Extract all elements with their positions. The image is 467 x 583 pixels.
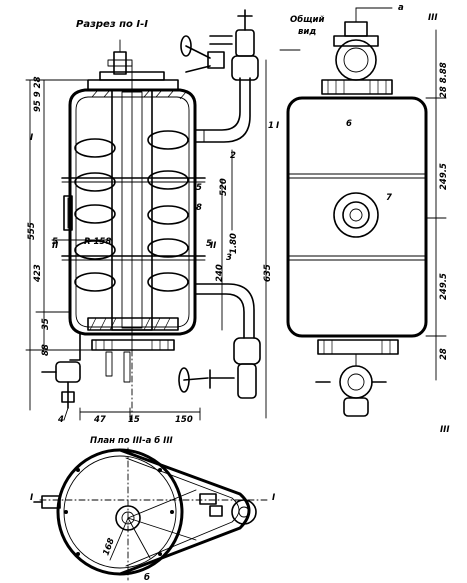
dim-180: 1.80	[229, 233, 239, 254]
dim-15: 15	[128, 415, 140, 425]
bottom-ring-front	[317, 339, 399, 355]
callout-5b: 5	[206, 239, 212, 249]
callout-4: 4	[57, 415, 64, 425]
top-ring-front	[321, 79, 393, 95]
callout-1: 1	[268, 121, 274, 131]
dim-2495-bottom: 249.5	[439, 273, 449, 300]
general-view-title-line2: вид	[298, 27, 316, 37]
dim-28-88: 28 8.88	[439, 62, 449, 98]
dim-5-left: 5	[52, 237, 58, 247]
bottom-base	[91, 339, 175, 351]
dim-35: 35	[41, 318, 51, 330]
section-view-title: Разрез по I-I	[76, 19, 148, 30]
sight-glass	[63, 195, 73, 231]
valve-bottom-right	[178, 337, 261, 399]
general-view	[286, 7, 428, 417]
bottom-grate	[87, 317, 179, 331]
mark-I-plan-right: I	[272, 493, 275, 503]
dim-88: 88	[41, 344, 51, 356]
dim-555: 555	[27, 222, 37, 240]
dim-520: 520	[219, 178, 229, 196]
top-cap-hatching	[91, 89, 187, 100]
callout-2: 2	[230, 151, 236, 161]
mark-II-right: II	[210, 241, 216, 251]
outlet-pipe-bottom	[194, 293, 245, 339]
outlet-pipe-top	[194, 77, 241, 131]
dim-168: 168	[101, 537, 116, 557]
vessel-inner-wall	[75, 96, 190, 328]
dim-47: 47	[93, 415, 106, 425]
mark-III-top: III	[428, 13, 438, 23]
callout-b: б	[144, 572, 150, 583]
callout-a: а	[398, 3, 404, 13]
drain-pipe	[69, 333, 81, 361]
mark-III-mid: III	[440, 425, 450, 435]
general-view-dimensions	[279, 29, 447, 381]
mark-II-left: II	[52, 241, 58, 251]
mark-I-left: I	[30, 133, 33, 143]
vessel-body-front	[286, 96, 428, 338]
plan-bracket	[118, 448, 251, 576]
dim-28: 28	[439, 348, 449, 360]
heating-coil	[74, 130, 189, 292]
inspection-flange	[333, 192, 379, 238]
vessel-shell	[68, 88, 197, 336]
plan-view-title: План по III-а б III	[90, 435, 173, 446]
bottom-valve-front	[339, 365, 373, 399]
dim-150: 150	[175, 415, 193, 425]
handwheel-valve-top	[180, 35, 225, 73]
callout-7: 7	[386, 193, 392, 203]
dim-r158: R 158	[84, 237, 111, 247]
top-nozzle	[113, 51, 127, 75]
section-dimensions	[25, 59, 267, 421]
dim-95-28: 95 9 28	[33, 76, 43, 112]
callout-8: 8	[196, 203, 202, 213]
plan-view	[33, 447, 271, 581]
mark-I-right: I	[276, 121, 279, 131]
general-view-title-line1: Общий	[290, 14, 325, 25]
dim-240: 240	[215, 264, 225, 282]
section-view	[41, 9, 261, 421]
callout-6: 6	[346, 119, 352, 129]
valve-top-right	[209, 9, 259, 81]
callout-5a: 5	[196, 183, 202, 193]
dim-635: 635	[263, 264, 273, 282]
callout-3: 3	[226, 253, 232, 263]
dim-2495-top: 249.5	[439, 163, 449, 190]
dim-423: 423	[33, 264, 43, 283]
mark-I-plan-left: I	[30, 493, 33, 503]
